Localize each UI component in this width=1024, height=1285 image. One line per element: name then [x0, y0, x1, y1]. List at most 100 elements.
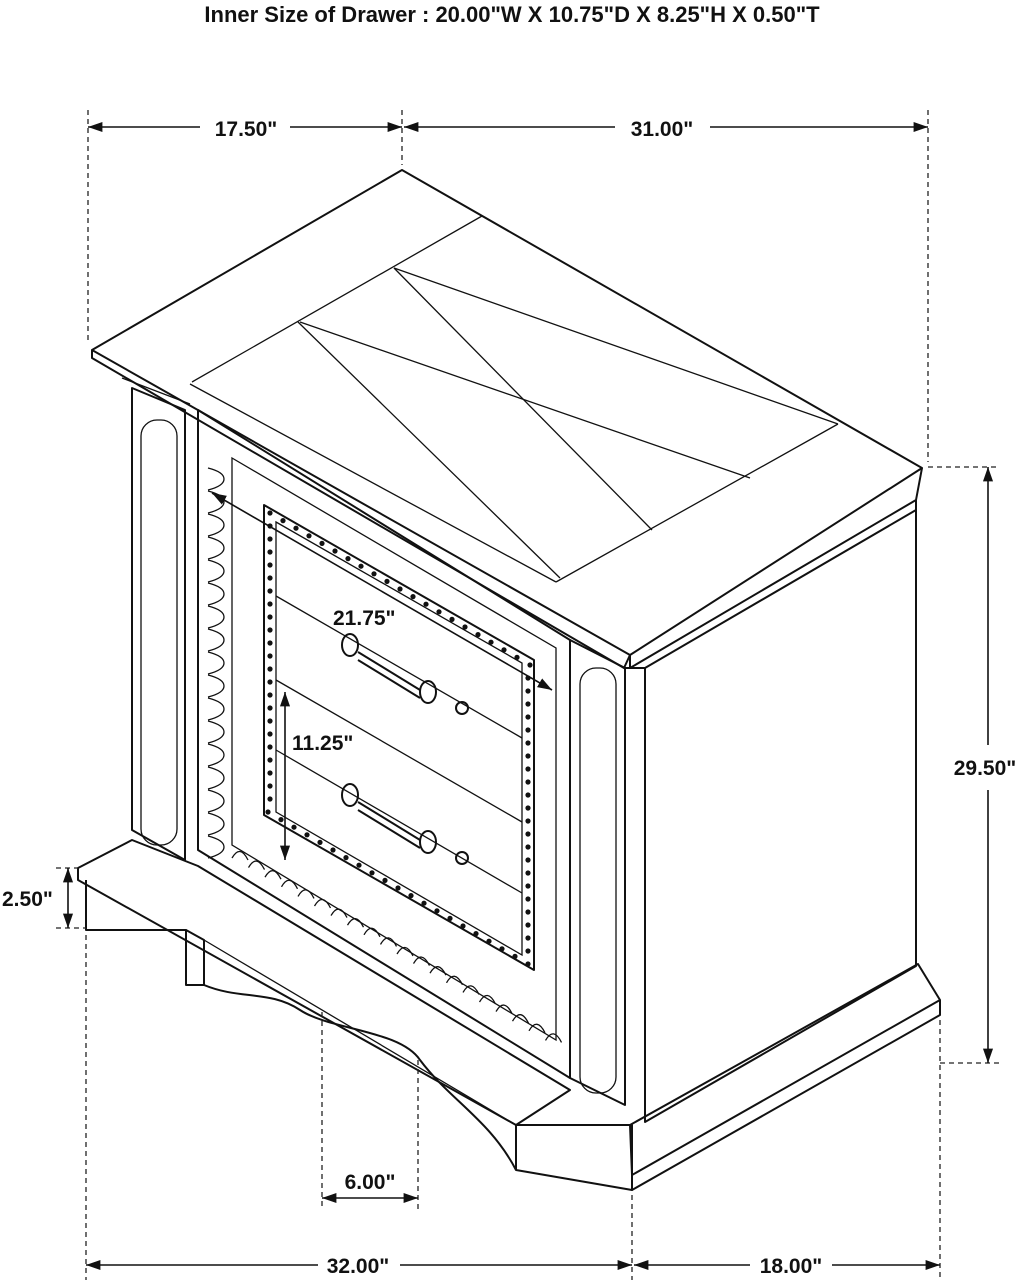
scallop — [207, 720, 225, 744]
bead — [384, 578, 390, 585]
bead — [527, 662, 533, 668]
dimension-label-height: 29.50" — [954, 757, 1017, 780]
bead — [395, 885, 401, 891]
bead — [267, 757, 273, 763]
scallop — [330, 908, 348, 918]
bead — [267, 653, 273, 659]
bead — [525, 766, 531, 772]
scallop — [511, 1014, 530, 1024]
bead — [525, 883, 531, 889]
bead — [369, 870, 375, 876]
bead — [514, 654, 520, 661]
right-pilaster — [569, 639, 626, 1106]
bead — [525, 701, 531, 707]
bead — [267, 783, 273, 789]
drawer-handle-lower — [341, 783, 469, 865]
bead — [267, 666, 273, 672]
bead — [291, 824, 297, 830]
bead — [525, 857, 531, 863]
bead — [278, 817, 284, 823]
scallop — [207, 467, 225, 491]
bead — [525, 935, 531, 941]
bead — [280, 518, 286, 524]
bead — [267, 562, 273, 568]
bead — [358, 563, 364, 569]
scallop — [313, 898, 332, 909]
bead — [267, 718, 273, 724]
bead — [356, 862, 362, 868]
dimension-label-top-right: 31.00" — [631, 118, 694, 141]
side-plinth — [515, 963, 941, 1191]
bead — [525, 818, 531, 824]
scallop — [207, 628, 225, 652]
bead — [267, 679, 273, 685]
bead — [267, 796, 273, 802]
scallop — [207, 536, 225, 560]
dimension-label-front-width: 32.00" — [327, 1255, 390, 1278]
scallop — [207, 789, 225, 813]
scallop — [412, 956, 431, 966]
bead — [525, 727, 531, 733]
dimension-label-side-depth: 18.00" — [760, 1255, 823, 1278]
nightstand-drawing — [77, 169, 941, 1191]
drawer-upper — [275, 595, 523, 823]
bead — [525, 870, 531, 876]
scallop — [207, 812, 225, 836]
scallop — [247, 860, 266, 870]
left-pilaster — [121, 377, 191, 861]
bead — [267, 614, 273, 620]
scallop — [207, 697, 225, 721]
bead — [525, 714, 531, 720]
bead — [408, 893, 414, 899]
scallop — [207, 559, 225, 583]
bead — [449, 616, 455, 623]
bead — [267, 731, 273, 737]
bead — [462, 624, 468, 630]
bead — [267, 744, 273, 750]
bead — [267, 601, 273, 607]
bead — [488, 639, 494, 645]
bead — [343, 855, 349, 861]
scallop — [495, 1004, 513, 1014]
front-base — [77, 839, 571, 1171]
bead — [525, 922, 531, 928]
page-title: Inner Size of Drawer : 20.00"W X 10.75"D… — [204, 2, 820, 27]
scallop — [528, 1023, 546, 1034]
bead — [473, 931, 479, 937]
scallop — [207, 651, 225, 675]
bead — [267, 640, 273, 646]
bead — [525, 792, 531, 798]
bead — [265, 809, 271, 815]
scallop — [207, 490, 225, 514]
bead — [525, 909, 531, 915]
dimension-label-drawer-width: 21.75" — [333, 607, 396, 630]
scallop — [379, 937, 398, 947]
bead — [525, 688, 531, 694]
bead — [512, 953, 518, 960]
bead — [330, 847, 336, 853]
dimension-lines — [56, 110, 1000, 1280]
drawer-handle-upper — [341, 633, 469, 715]
bead — [525, 961, 531, 967]
scallop — [297, 889, 315, 899]
bead — [436, 609, 442, 615]
bead — [397, 586, 403, 592]
bead — [525, 948, 531, 954]
scallop — [207, 835, 225, 859]
scallop — [462, 985, 480, 995]
bead — [345, 556, 351, 562]
bead — [421, 900, 427, 906]
scallop — [231, 850, 249, 861]
bead — [267, 575, 273, 581]
bead — [267, 536, 273, 542]
scallop — [544, 1033, 563, 1043]
scallop — [207, 582, 225, 606]
bead — [423, 601, 429, 607]
bead — [525, 740, 531, 746]
dimension-label-drawer-height: 11.25" — [292, 732, 353, 755]
dimension-label-base-height: 2.50" — [2, 888, 53, 911]
scallop — [207, 766, 225, 790]
bead — [332, 548, 338, 554]
